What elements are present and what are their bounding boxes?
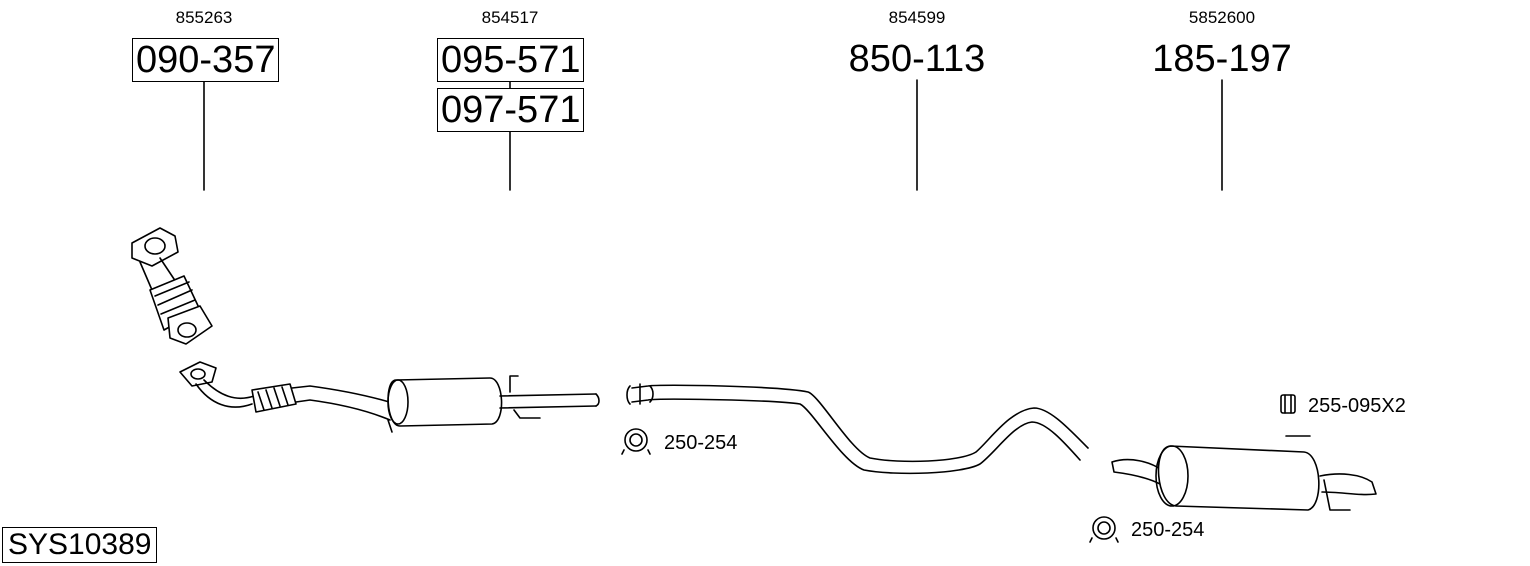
part-number-col3[interactable]: 850-113	[848, 38, 986, 80]
rubber-mount-icon	[1280, 394, 1296, 414]
part-number-col4[interactable]: 185-197	[1152, 38, 1292, 80]
ref-number-col4: 5852600	[1188, 8, 1256, 27]
middle-pipe-drawing	[626, 383, 1089, 475]
accessory-label-mount[interactable]: 255-095X2	[1308, 395, 1406, 417]
part-number-col1[interactable]: 090-357	[132, 38, 280, 82]
part-number-col2-b[interactable]: 097-571	[437, 88, 585, 132]
clamp-icon	[1089, 516, 1119, 543]
ref-number-col1: 855263	[175, 8, 233, 27]
ref-number-col3: 854599	[888, 8, 946, 27]
front-pipe-catalyst-drawing	[131, 227, 213, 345]
system-code: SYS10389	[2, 527, 158, 563]
rear-silencer-drawing	[1111, 435, 1377, 511]
clamp-icon	[621, 428, 651, 455]
accessory-label-clamp-1[interactable]: 250-254	[664, 432, 738, 454]
center-pipe-silencer-drawing	[179, 361, 600, 433]
part-number-col2-a[interactable]: 095-571	[437, 38, 585, 82]
accessory-label-clamp-2[interactable]: 250-254	[1131, 519, 1205, 541]
ref-number-col2: 854517	[481, 8, 539, 27]
